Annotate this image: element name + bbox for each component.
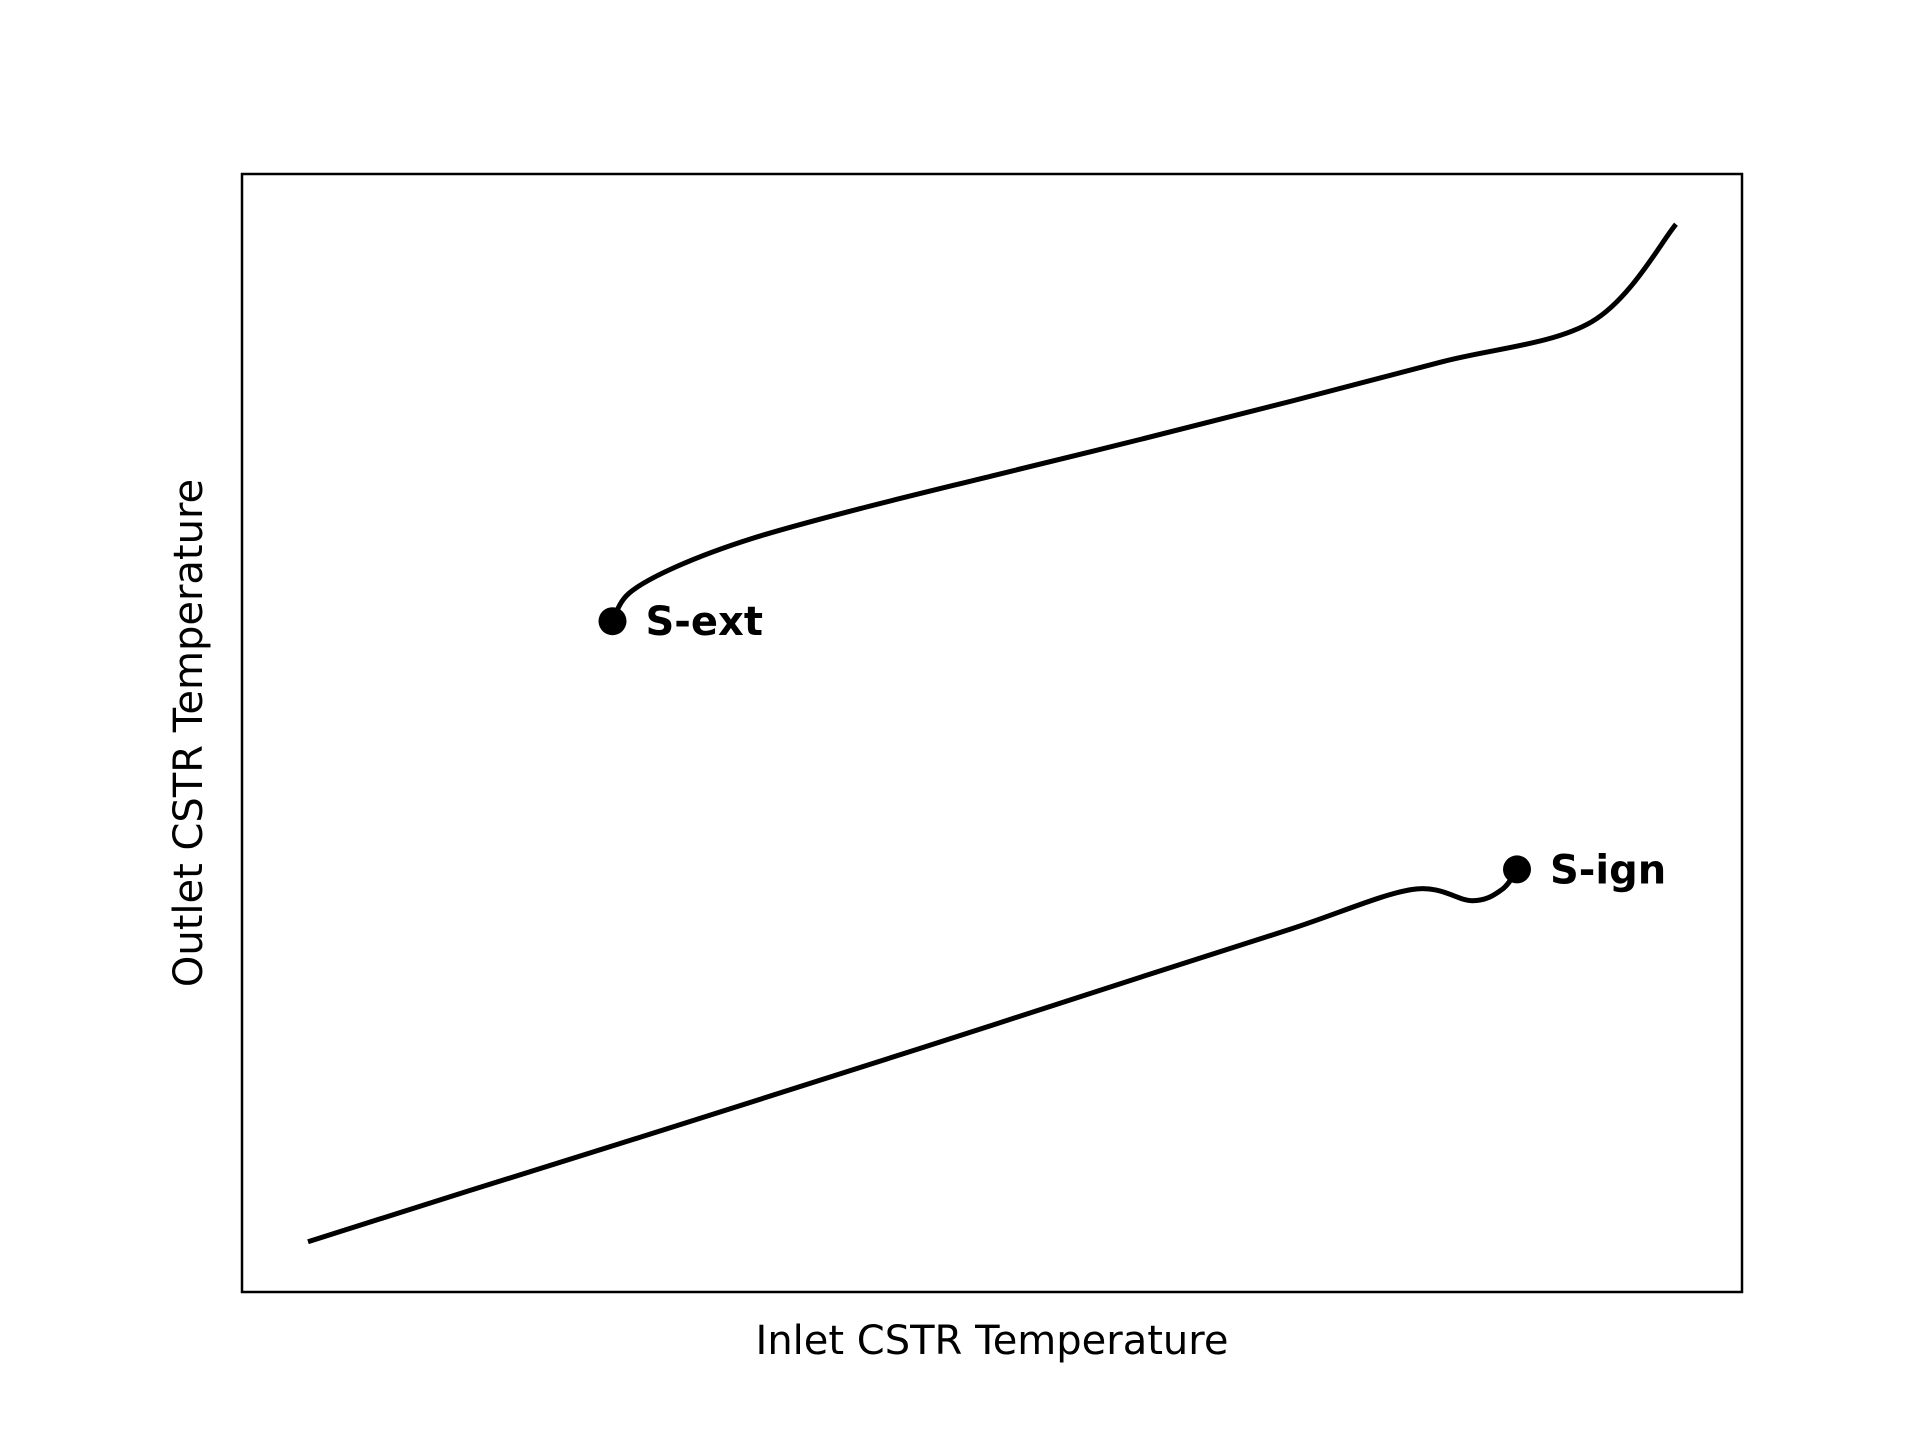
series-layer bbox=[307, 222, 1678, 1245]
point-marker-s-ext bbox=[598, 607, 627, 636]
y-axis-label: Outlet CSTR Temperature bbox=[166, 479, 212, 987]
x-axis-label: Inlet CSTR Temperature bbox=[756, 1318, 1229, 1364]
series-line-upper bbox=[610, 222, 1678, 623]
series-line-lower bbox=[307, 867, 1520, 1245]
plot-area-frame bbox=[240, 172, 1744, 1294]
point-marker-s-ign bbox=[1503, 855, 1531, 884]
point-label-s-ext: S-ext bbox=[646, 599, 763, 645]
point-label-s-ign: S-ign bbox=[1550, 847, 1666, 893]
